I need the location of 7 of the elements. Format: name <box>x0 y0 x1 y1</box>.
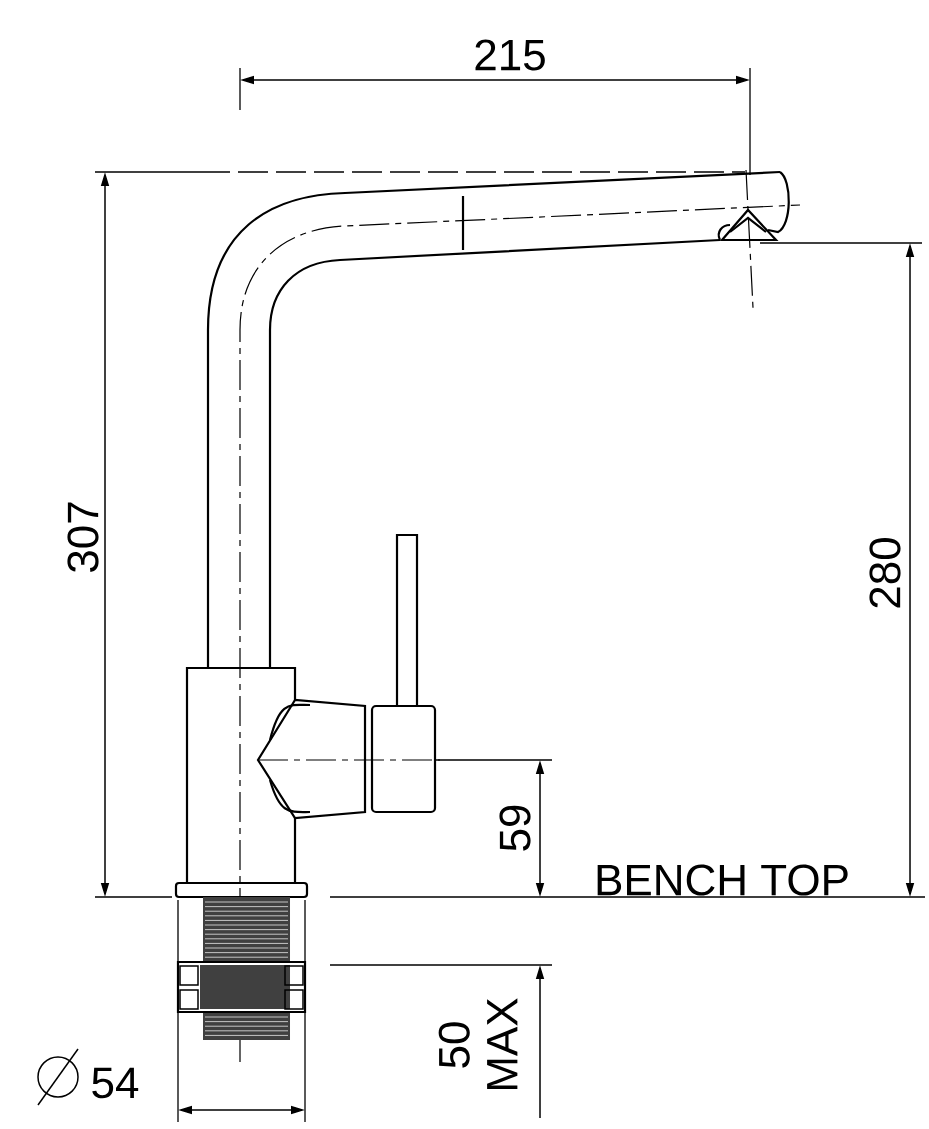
dimension-label: 54 <box>92 1067 139 1099</box>
dimension-label: 307 <box>67 502 99 573</box>
dimension-label: 59 <box>499 805 531 851</box>
dimension-label: 215 <box>475 39 545 71</box>
dimension-label: 280 <box>869 538 901 608</box>
dimension-label: 50 MAX <box>438 998 518 1090</box>
dimension-label: BENCH TOP <box>597 864 848 896</box>
